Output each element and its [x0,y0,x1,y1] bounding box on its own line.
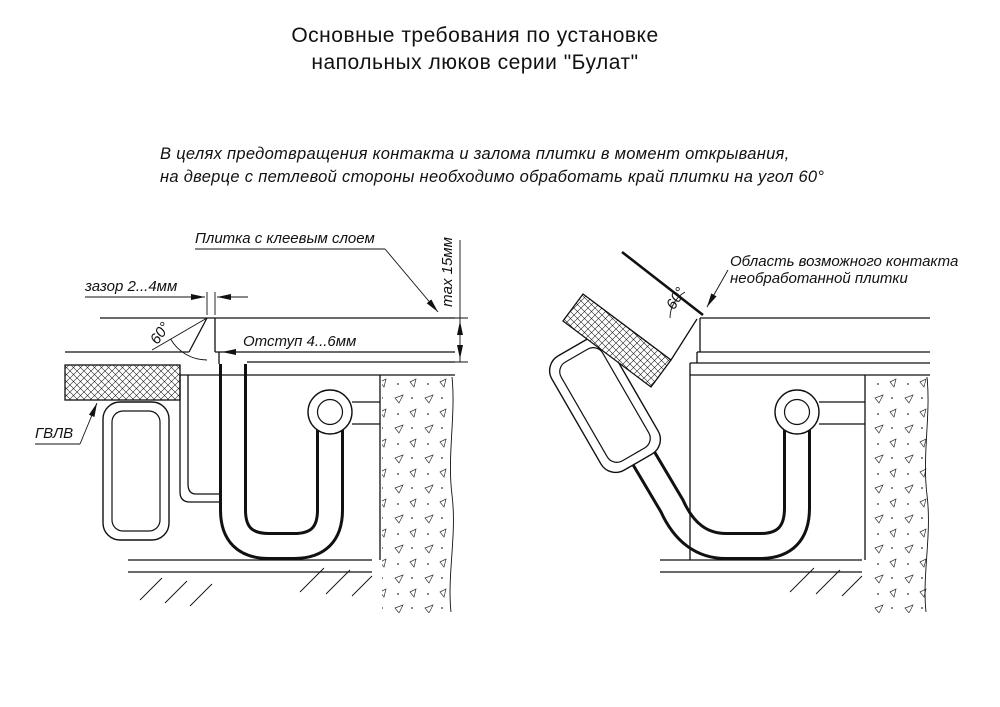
right-diagram: 60° Область возможного контакта необрабо… [548,250,958,613]
left-hinge [307,389,380,435]
offset-dimension-label: Отступ 4...6мм [243,333,356,350]
left-diagram: Плитка с клеевым слоем зазор 2...4мм 60°… [35,230,468,613]
angle-label-left: 60° [147,319,174,347]
right-annotations: 60° Область возможного контакта необрабо… [663,253,958,319]
gvl-board-label: ГВЛВ [35,425,73,442]
right-hinge [774,389,865,435]
right-floor-structure [689,317,930,560]
note-line-2: на дверце с петлевой стороны необходимо … [160,168,825,186]
contact-area-label-line-1: Область возможного контакта [730,253,958,270]
right-lid-profile [548,336,811,560]
title-line-1: Основные требования по установке [291,24,659,47]
left-concrete [379,375,454,613]
note-line-1: В целях предотвращения контакта и залома… [160,145,790,163]
title-line-2: напольных люков серии "Булат" [311,51,639,74]
right-open-tile [562,250,704,388]
right-concrete-fill [867,377,927,613]
contact-area-label-line-2: необработанной плитки [730,270,909,287]
note-block: В целях предотвращения контакта и залома… [160,143,824,189]
left-concrete-fill [382,377,450,613]
left-bottom-structure [128,559,373,607]
tile-adhesive-label: Плитка с клеевым слоем [195,230,375,247]
left-gvl-board-hatch [64,364,181,401]
right-tile-hatch [562,293,672,388]
left-lid-profile [219,364,344,560]
left-floor-structure [64,317,455,401]
left-frame-profile [102,375,219,541]
left-dimensions: Плитка с клеевым слоем зазор 2...4мм 60°… [35,230,468,445]
max-thickness-label: max 15мм [439,237,456,307]
right-bottom-structure [660,559,863,597]
right-concrete [864,375,929,613]
angle-label-right: 60° [663,284,689,312]
title-block: Основные требования по установке напольн… [0,22,950,76]
gap-dimension-label: зазор 2...4мм [84,278,177,295]
